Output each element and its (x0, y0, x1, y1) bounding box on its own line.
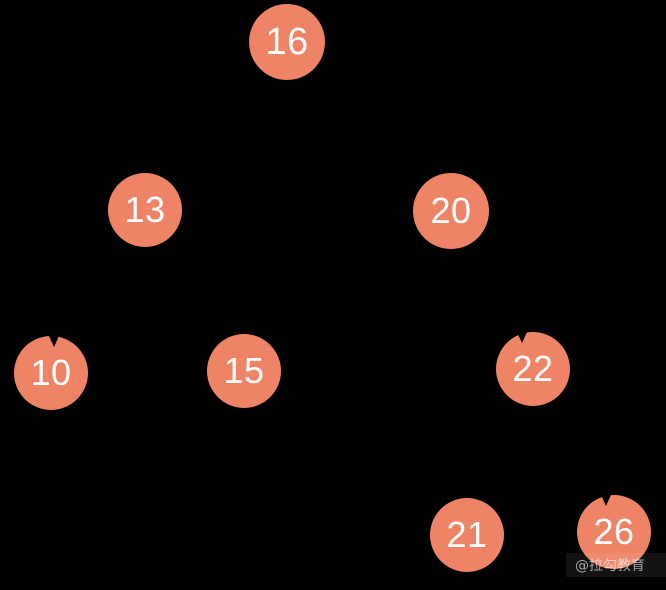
tree-node-label: 22 (512, 348, 554, 389)
tree-node-label: 20 (430, 190, 472, 231)
tree-node-label: 15 (223, 350, 265, 391)
tree-node-22[interactable]: 22 (496, 332, 570, 406)
tree-node-16[interactable]: 16 (249, 4, 325, 80)
tree-node-26[interactable]: 26 (577, 495, 651, 569)
edge-arrowhead-notch-icon (601, 495, 611, 506)
tree-node-label: 26 (593, 511, 635, 552)
tree-node-label: 10 (30, 352, 72, 393)
edge-arrowhead-notch-icon (517, 332, 527, 343)
tree-node-20[interactable]: 20 (413, 173, 489, 249)
tree-node-10[interactable]: 10 (14, 336, 88, 410)
tree-node-label: 16 (265, 21, 309, 63)
tree-node-13[interactable]: 13 (108, 173, 182, 247)
tree-node-label: 21 (446, 514, 488, 555)
tree-node-15[interactable]: 15 (207, 334, 281, 408)
edge-arrowhead-notch-icon (49, 336, 59, 347)
tree-node-label: 13 (124, 189, 166, 230)
tree-node-21[interactable]: 21 (430, 498, 504, 572)
